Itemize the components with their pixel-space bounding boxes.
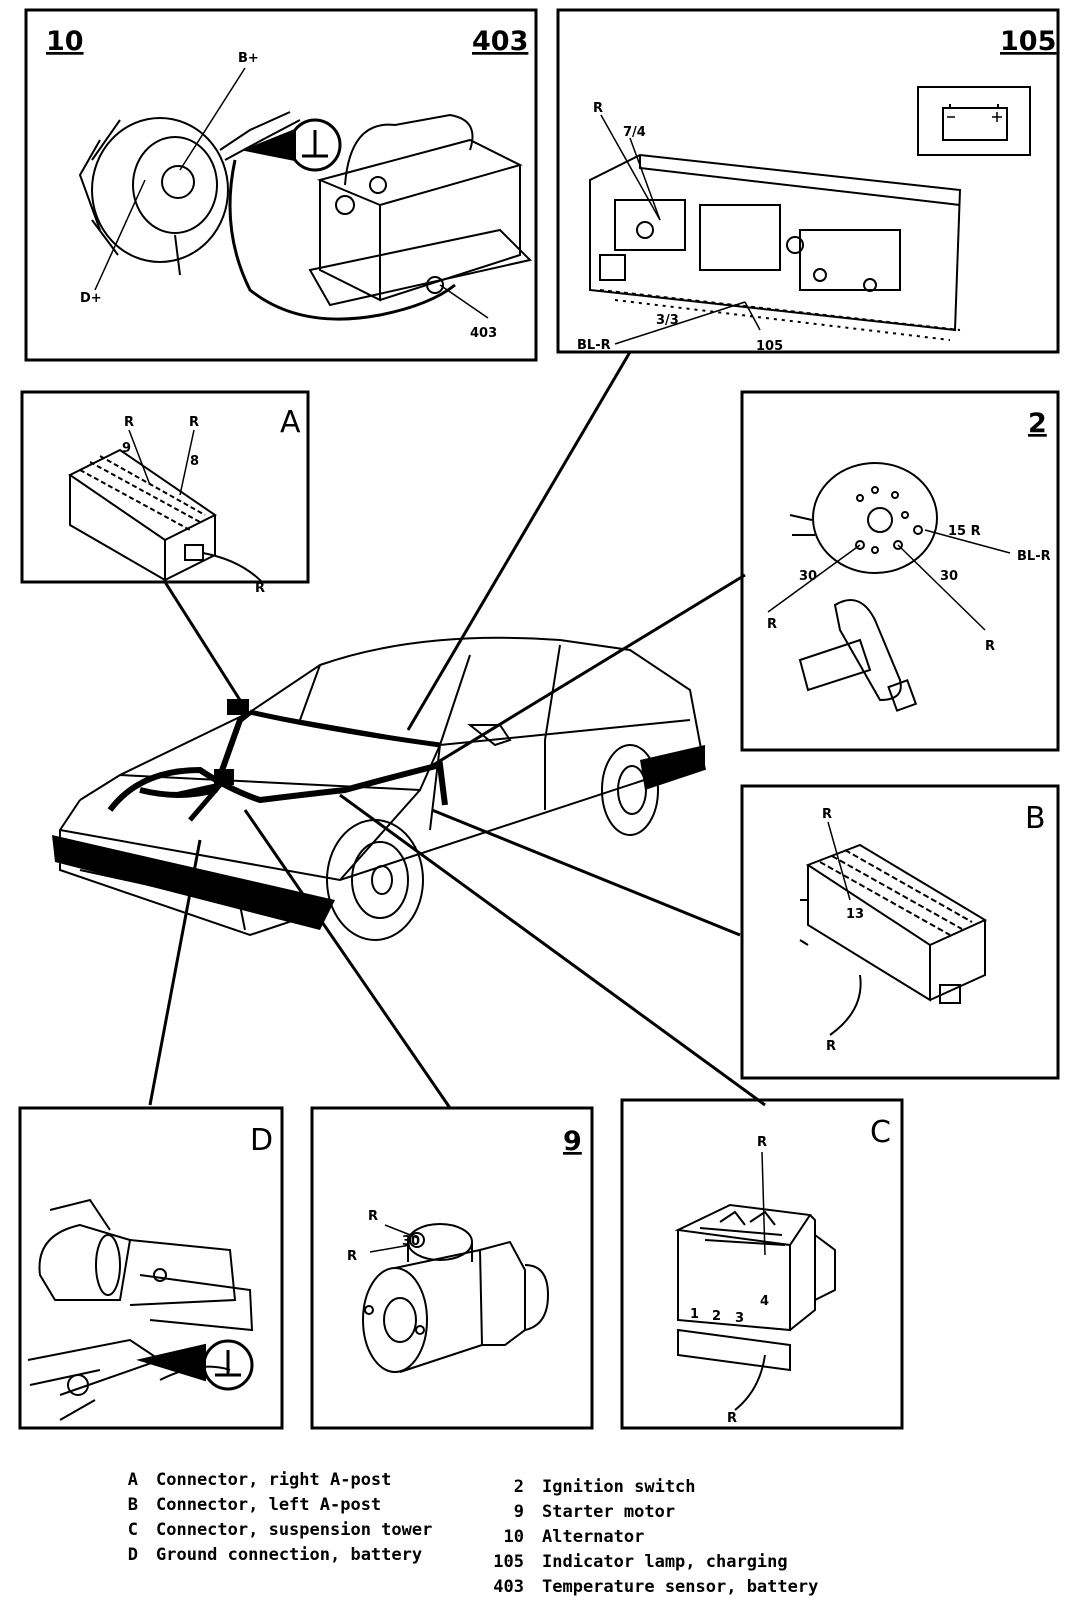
label-r-1: R bbox=[124, 415, 134, 430]
label-r: R bbox=[593, 101, 603, 116]
legend-text: Connector, right A-post bbox=[156, 1470, 392, 1490]
label-d-plus: D+ bbox=[80, 291, 102, 306]
legend-connectors: A Connector, right A-post B Connector, lef… bbox=[118, 1468, 433, 1568]
label-r-bottom: R bbox=[826, 1039, 836, 1054]
legend-code: D bbox=[127, 1545, 138, 1565]
battery-icon bbox=[917, 86, 1031, 156]
legend-text: Starter motor bbox=[542, 1502, 676, 1522]
legend-code: 403 bbox=[493, 1577, 524, 1597]
label-r-left: R bbox=[767, 617, 777, 632]
label-r-bottom: R bbox=[727, 1411, 737, 1426]
label-r-3: R bbox=[255, 581, 265, 596]
label-30: 30 bbox=[402, 1234, 420, 1249]
legend-item: D Ground connection, battery bbox=[118, 1543, 432, 1568]
panel-ground-connection: D bbox=[18, 1106, 284, 1430]
label-b-plus: B+ bbox=[238, 51, 259, 66]
panel-connector-a: A R R 9 8 R bbox=[20, 390, 310, 596]
ground-icon bbox=[241, 118, 342, 172]
legend-text: Ground connection, battery bbox=[156, 1545, 423, 1565]
label-pin-2: 2 bbox=[712, 1309, 721, 1324]
label-r-top: R bbox=[368, 1209, 378, 1224]
label-pin-3: 3 bbox=[735, 1311, 744, 1326]
legend-components: 2 Ignition switch 9 Starter motor 10 Altern… bbox=[480, 1475, 818, 1600]
starter-motor-drawing bbox=[362, 1223, 550, 1373]
label-bl-r: BL-R bbox=[577, 338, 611, 353]
connector-b-drawing bbox=[799, 843, 988, 1036]
panel-letter-c: C bbox=[870, 1115, 891, 1150]
legend-code: B bbox=[127, 1495, 138, 1515]
legend-item: 9 Starter motor bbox=[480, 1500, 818, 1525]
label-pin-1: 1 bbox=[690, 1307, 699, 1322]
panel-starter-motor: 9 R 30 R bbox=[310, 1106, 594, 1430]
label-r-2: R bbox=[189, 415, 199, 430]
label-7-4: 7/4 bbox=[623, 125, 646, 140]
legend-code: 2 bbox=[513, 1477, 524, 1497]
panel-instrument-cluster: 105 R 7/4 bbox=[556, 8, 1060, 354]
legend-item: 10 Alternator bbox=[480, 1525, 818, 1550]
legend-code: 9 bbox=[513, 1502, 524, 1522]
panel-connector-b: B R 13 R bbox=[740, 784, 1060, 1080]
legend-text: Alternator bbox=[542, 1527, 645, 1547]
legend-code: 105 bbox=[493, 1552, 524, 1572]
legend-text: Indicator lamp, charging bbox=[542, 1552, 788, 1572]
connector-c-drawing bbox=[674, 1203, 836, 1411]
panel-connector-c: C R 1 2 3 4 R bbox=[620, 1098, 904, 1430]
panel-number-9: 9 bbox=[563, 1126, 582, 1157]
legend-item: C Connector, suspension tower bbox=[118, 1518, 433, 1543]
legend-text: Connector, suspension tower bbox=[156, 1520, 433, 1540]
label-r-left: R bbox=[347, 1249, 357, 1264]
ground-icon bbox=[136, 1339, 254, 1391]
panel-letter-a: A bbox=[280, 405, 301, 440]
label-30-right: 30 bbox=[940, 569, 958, 584]
label-r-right: R bbox=[985, 639, 995, 654]
legend-code: C bbox=[127, 1520, 138, 1540]
battery-drawing bbox=[308, 113, 532, 307]
label-9: 9 bbox=[122, 441, 131, 456]
panel-number-403: 403 bbox=[472, 26, 528, 57]
panel-number-105: 105 bbox=[1000, 26, 1056, 57]
legend-item: 105 Indicator lamp, charging bbox=[480, 1550, 818, 1575]
connector-a-drawing bbox=[68, 448, 263, 583]
legend-text: Connector, left A-post bbox=[156, 1495, 382, 1515]
ignition-switch-drawing bbox=[789, 462, 938, 712]
legend-code: 10 bbox=[503, 1527, 524, 1547]
legend-item: A Connector, right A-post bbox=[118, 1468, 432, 1493]
label-403: 403 bbox=[470, 326, 497, 341]
starter-area-drawing bbox=[27, 1198, 254, 1421]
label-r-top: R bbox=[757, 1135, 767, 1150]
leader-lines bbox=[148, 351, 766, 1109]
label-bl-r: BL-R bbox=[1017, 549, 1051, 564]
legend-code: A bbox=[127, 1470, 138, 1490]
panel-number-10: 10 bbox=[46, 26, 84, 57]
label-30-left: 30 bbox=[799, 569, 817, 584]
panel-alternator-battery: 10 403 bbox=[24, 8, 538, 362]
panel-number-2: 2 bbox=[1028, 408, 1047, 439]
legend-item: 403 Temperature sensor, battery bbox=[480, 1575, 818, 1600]
label-15-r: 15 R bbox=[948, 524, 981, 539]
label-3-3: 3/3 bbox=[656, 313, 679, 328]
label-8: 8 bbox=[190, 454, 199, 469]
label-105: 105 bbox=[756, 339, 783, 354]
label-r-top: R bbox=[822, 807, 832, 822]
label-13: 13 bbox=[846, 907, 864, 922]
instrument-cluster-drawing bbox=[589, 153, 962, 341]
panel-ignition-switch: 2 15 R BL-R 30 30 R R bbox=[740, 390, 1060, 752]
panel-letter-b: B bbox=[1025, 801, 1046, 836]
label-pin-4: 4 bbox=[760, 1294, 769, 1309]
panel-letter-d: D bbox=[250, 1123, 273, 1158]
legend-text: Ignition switch bbox=[542, 1477, 696, 1497]
legend-item: 2 Ignition switch bbox=[480, 1475, 818, 1500]
legend-text: Temperature sensor, battery bbox=[542, 1577, 819, 1597]
car-drawing bbox=[52, 636, 706, 941]
legend-item: B Connector, left A-post bbox=[118, 1493, 432, 1518]
